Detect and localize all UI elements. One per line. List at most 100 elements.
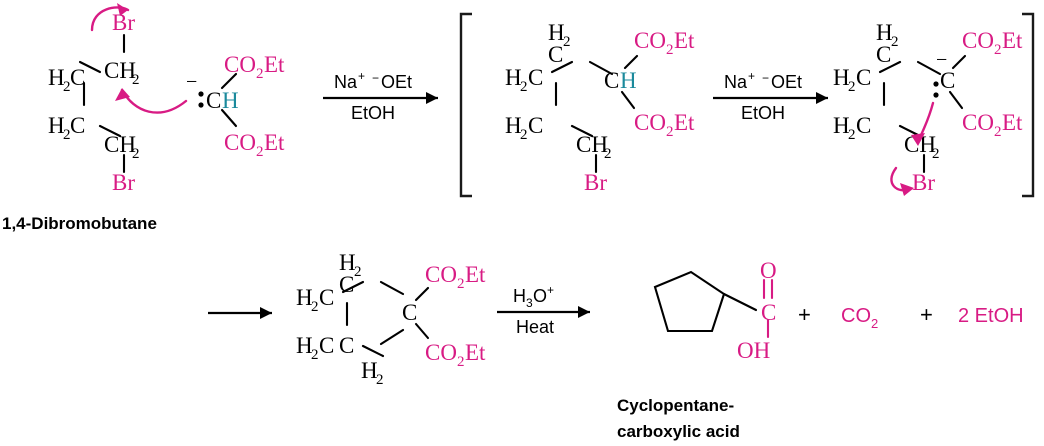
curved-arrow-br-leaving xyxy=(90,3,130,32)
curve-path-attack xyxy=(120,88,188,114)
arrow4-head xyxy=(578,306,590,318)
int2-ester-bottom: CO xyxy=(962,110,994,135)
arrow3-head xyxy=(260,307,272,319)
int1-ester-top-sub: 2 xyxy=(666,42,674,58)
intermediate-monoalkylated: H 2 C H 2 C H 2 C CH 2 Br C H CO 2 Et CO… xyxy=(505,20,695,195)
bond-anion-ester-bottom xyxy=(220,108,238,128)
int1-h2c-upper-h: H xyxy=(505,65,522,90)
int2-ester-top: CO xyxy=(962,28,994,53)
int1-h2-top-sub: 2 xyxy=(563,34,571,50)
int1-ester-bottom-sub: 2 xyxy=(666,124,674,140)
arrow2-na: Na xyxy=(724,72,748,92)
diester-bond-cq-esterbottom xyxy=(414,322,430,340)
product-name-line2: carboxylic acid xyxy=(617,422,740,441)
byproduct-etoh: 2 EtOH xyxy=(958,305,1024,327)
int2-bond-ctop-h2c xyxy=(878,60,902,74)
atom-h2c-upper-h: H xyxy=(48,65,65,90)
int2-ester-top-sub: 2 xyxy=(994,42,1002,58)
arrow2-oet-charge: − xyxy=(762,71,769,85)
bond-h2c-ch2b xyxy=(98,124,122,138)
curved-arrow-br-leaving-2 xyxy=(890,166,914,196)
arrow2-head xyxy=(816,92,828,104)
arrowhead-br2 xyxy=(900,183,914,196)
product-bond-ring-carbonyl xyxy=(722,292,758,312)
diester-ester-bottom-et: Et xyxy=(465,340,486,365)
reaction-arrow-2: Na + − OEt EtOH xyxy=(713,69,828,123)
bond-anion-ester-top xyxy=(220,72,238,90)
arrowhead-intramolecular xyxy=(911,133,925,146)
reactant-name-label: 1,4-Dibromobutane xyxy=(2,214,157,233)
arrow4-below: Heat xyxy=(516,317,554,337)
int1-ester-bottom: CO xyxy=(634,110,666,135)
anion-ester-bottom-et: Et xyxy=(264,130,285,155)
atom-h2c-lower-h: H xyxy=(48,113,65,138)
int2-carbanion-charge: − xyxy=(936,49,947,71)
anion-ester-bottom-sub: 2 xyxy=(256,144,264,160)
diester-h2c-lower-c: C xyxy=(319,333,334,358)
atom-h2c-upper-sub: 2 xyxy=(63,79,71,95)
arrow1-na-sup: + xyxy=(358,69,365,83)
atom-ch2-bottom-sub: 2 xyxy=(132,146,140,162)
int2-lone-pair-dot-lower xyxy=(933,92,939,98)
int1-bond-ch-esterbottom xyxy=(620,90,636,110)
arrow2-oet: OEt xyxy=(771,72,802,92)
int2-ester-top-et: Et xyxy=(1002,28,1023,53)
curved-arrow-intramolecular-attack xyxy=(911,101,935,146)
diester-bond-cq-cbottom xyxy=(379,328,405,346)
cyclopentane-diester: H 2 C H 2 C H 2 C C H 2 C CO 2 Et CO 2 E… xyxy=(296,250,486,388)
diester-ester-bottom: CO xyxy=(425,340,457,365)
diester-h2-top-sub: 2 xyxy=(354,264,362,280)
arrow4-h-sub: 3 xyxy=(526,296,533,310)
diester-ester-bottom-sub: 2 xyxy=(457,354,465,370)
diester-h2c-upper-sub: 2 xyxy=(311,299,319,315)
arrow4-sup: + xyxy=(547,283,554,297)
diester-bond-ctop-cq xyxy=(379,280,405,296)
diester-ester-top-et: Et xyxy=(465,262,486,287)
arrow1-oet-charge: − xyxy=(372,71,379,85)
int2-bond-ctop-canion xyxy=(916,60,942,76)
int2-ch2-bottom-sub: 2 xyxy=(932,146,940,162)
atom-ch2-top: CH xyxy=(104,58,136,83)
int2-carbanion-c: C xyxy=(940,68,955,93)
int1-ch-h: H xyxy=(620,68,637,93)
int2-ester-bottom-sub: 2 xyxy=(994,124,1002,140)
int1-bond-ch-estertop xyxy=(623,54,639,70)
arrowhead-br xyxy=(117,3,128,16)
int1-ester-bottom-et: Et xyxy=(674,110,695,135)
diester-c-bottom: C xyxy=(339,333,354,358)
anion-ester-top: CO xyxy=(224,52,256,77)
int1-ester-top-et: Et xyxy=(674,28,695,53)
lone-pair-dot-upper xyxy=(198,91,204,97)
atom-ch2-bottom: CH xyxy=(104,132,136,157)
diester-quaternary-c: C xyxy=(402,300,417,325)
byproduct-plus-1: + xyxy=(798,302,811,327)
atom-br-top: Br xyxy=(112,10,135,35)
curved-arrow-nucleophilic-attack xyxy=(115,88,188,114)
diester-bond-h2c-cbottom xyxy=(361,344,385,358)
anion-ester-bottom: CO xyxy=(224,130,256,155)
reaction-arrow-3 xyxy=(208,307,272,319)
byproduct-co2-sub: 2 xyxy=(871,316,878,331)
int1-br: Br xyxy=(584,170,607,195)
arrow1-oet: OEt xyxy=(381,72,412,92)
diester-h2c-upper-c: C xyxy=(319,285,334,310)
diester-h2c-lower-h: H xyxy=(296,333,313,358)
int2-h2-top-sub: 2 xyxy=(891,34,899,50)
arrow1-head xyxy=(426,92,438,104)
product-carbonyl-c: C xyxy=(761,300,776,325)
int2-ester-bottom-et: Et xyxy=(1002,110,1023,135)
lone-pair-dot-lower xyxy=(198,102,204,108)
reactant-dibromobutane: Br CH 2 H 2 C H 2 C CH 2 Br xyxy=(48,10,140,195)
anion-hydrogen: H xyxy=(222,88,239,113)
int1-h2c-lower-sub: 2 xyxy=(520,127,528,143)
cyclopentane-ring xyxy=(653,270,726,333)
int1-bond-ctop-h2c xyxy=(550,60,574,74)
int1-ch2-bottom: CH xyxy=(576,132,608,157)
reaction-arrow-4: H 3 O + Heat xyxy=(497,283,590,337)
int2-lone-pair-dot-upper xyxy=(933,81,939,87)
int1-ester-top: CO xyxy=(634,28,666,53)
int2-h2c-lower-sub: 2 xyxy=(848,127,856,143)
arrow1-na: Na xyxy=(334,72,358,92)
byproduct-co2: CO xyxy=(841,305,871,327)
